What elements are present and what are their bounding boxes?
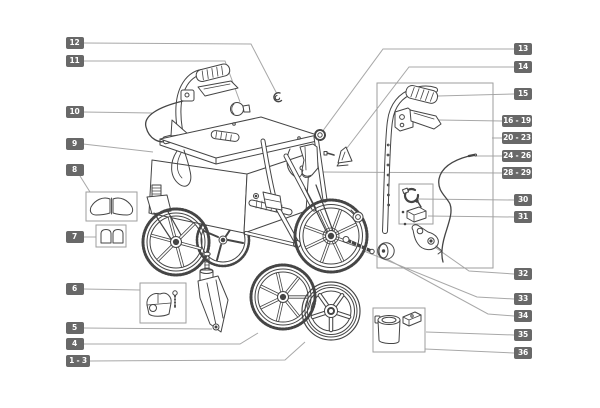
part-5-fork	[197, 251, 229, 333]
part-14-bracket	[323, 146, 353, 167]
right-handgrip	[405, 85, 439, 104]
handle-tube-assembly	[382, 85, 477, 263]
callout-1-3: 1 - 3	[66, 355, 90, 367]
callout-13: 13	[514, 43, 532, 55]
callout-20-23: 20 - 23	[502, 132, 532, 144]
callout-16-19: 16 - 19	[502, 115, 532, 127]
callout-24-26: 24 - 26	[502, 150, 532, 162]
callout-6: 6	[65, 283, 84, 295]
part-11-knob	[230, 102, 251, 116]
part-1-3-wheel	[301, 281, 361, 341]
frame-pouch	[262, 191, 283, 211]
box-part-7	[95, 224, 127, 248]
callout-10: 10	[65, 106, 84, 118]
rollator-frame	[244, 134, 328, 248]
callout-7: 7	[65, 231, 84, 243]
brake-cable-exploded	[438, 155, 470, 263]
part-36-clip	[402, 311, 422, 327]
part-12-clip	[273, 92, 283, 103]
callout-4: 4	[65, 338, 84, 350]
box-part-8	[85, 191, 138, 222]
callout-30: 30	[514, 194, 532, 206]
leader-lines	[79, 42, 515, 362]
callout-5: 5	[65, 322, 84, 334]
part-34-hub-cap	[377, 242, 395, 260]
callout-28-29: 28 - 29	[502, 167, 532, 179]
callout-33: 33	[514, 293, 532, 305]
group-boxes	[85, 82, 494, 353]
callout-32: 32	[514, 268, 532, 280]
part-washer	[350, 209, 364, 223]
box-part-6	[139, 282, 187, 324]
part-13-nut	[314, 129, 326, 141]
box-parts-30-31	[398, 183, 434, 225]
part-33-axle-bolt	[342, 236, 375, 255]
box-handle-group	[376, 82, 494, 269]
callout-9: 9	[65, 138, 84, 150]
left-handgrip	[195, 63, 231, 83]
callout-31: 31	[514, 211, 532, 223]
part-6-contents	[146, 290, 178, 317]
callout-15: 15	[514, 88, 532, 100]
part-4-spoked-wheel	[249, 263, 317, 331]
callout-12: 12	[65, 37, 84, 49]
callout-11: 11	[65, 55, 84, 67]
part-35-cup	[374, 315, 401, 344]
callout-8: 8	[65, 164, 84, 176]
part-30-clamp-ring	[401, 187, 420, 204]
box-parts-35-36	[372, 307, 426, 353]
right-brake-lever	[394, 107, 414, 132]
callout-36: 36	[514, 347, 532, 359]
part-8-contents	[89, 197, 134, 216]
part-32-brake-arm	[411, 224, 443, 255]
left-front-wheel	[141, 184, 211, 277]
part-31-clamp-block	[401, 199, 427, 226]
callout-35: 35	[514, 329, 532, 341]
callout-34: 34	[514, 310, 532, 322]
rollator-lid	[159, 116, 318, 165]
part-28-29-bracket	[299, 143, 319, 179]
part-7-contents	[100, 229, 124, 244]
left-brake-lever	[197, 80, 239, 97]
callout-14: 14	[514, 61, 532, 73]
